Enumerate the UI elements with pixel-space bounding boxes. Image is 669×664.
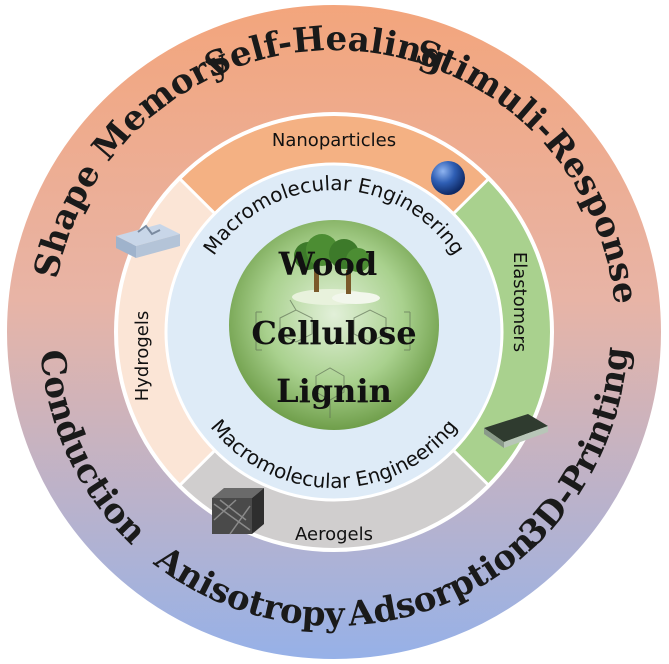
nanoparticles-label: Nanoparticles bbox=[272, 130, 396, 151]
wood-label: Wood bbox=[278, 245, 377, 283]
lignin-label: Lignin bbox=[276, 372, 392, 410]
aerogels-label: Aerogels bbox=[295, 524, 373, 545]
aerogel-block-icon bbox=[212, 488, 264, 535]
cellulose-label: Cellulose bbox=[251, 314, 416, 352]
hydrogels-label: Hydrogels bbox=[132, 311, 153, 402]
tree-icon bbox=[292, 234, 380, 305]
hydrogel-block-icon bbox=[116, 224, 180, 258]
molecule-structure-icon bbox=[255, 299, 411, 418]
elastomers-label: Elastomers bbox=[509, 252, 530, 352]
nanoparticle-sphere-icon bbox=[431, 161, 465, 195]
elastomer-sheet-icon bbox=[484, 414, 548, 448]
core-circle bbox=[229, 220, 439, 430]
